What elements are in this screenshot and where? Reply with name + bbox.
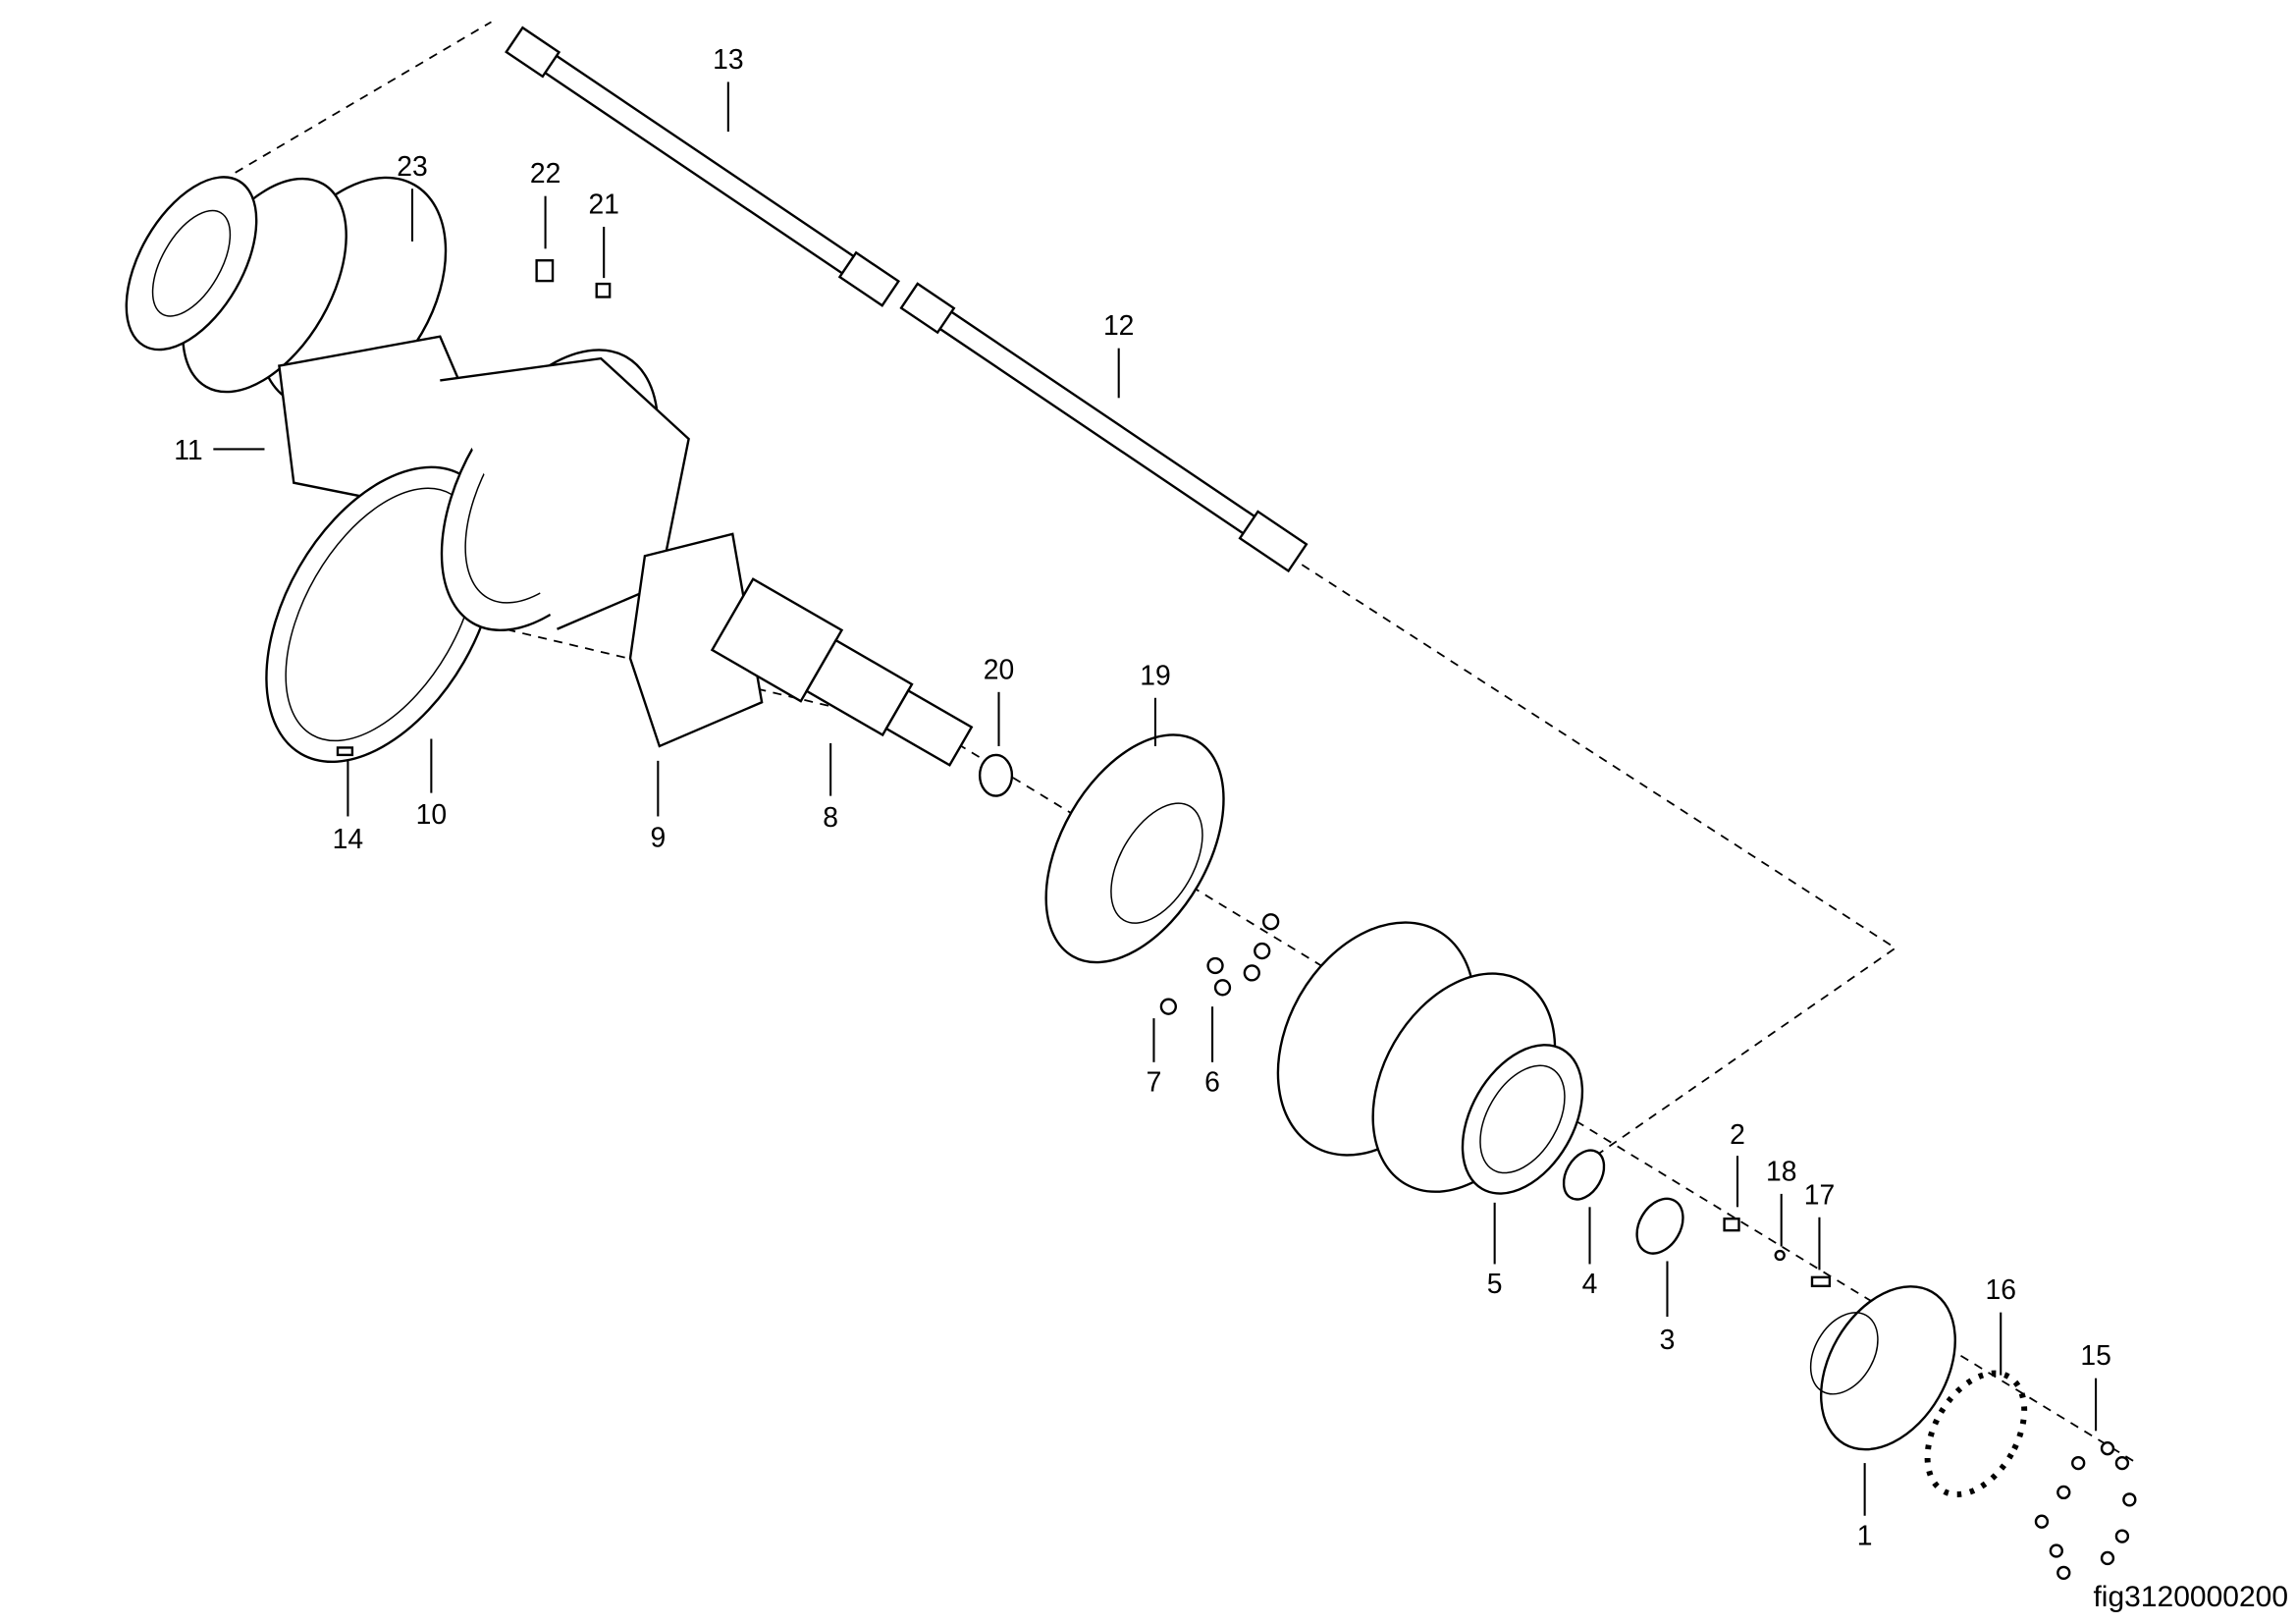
callout-16: 16 [1985,1273,2015,1305]
callout-1: 1 [1857,1520,1873,1551]
callout-20: 20 [984,653,1014,684]
brake-shield-19 [1044,733,1225,964]
callout-2: 2 [1730,1118,1745,1150]
callout-13: 13 [713,43,743,75]
plug-21 [595,282,612,298]
callout-8: 8 [823,801,838,833]
callout-15: 15 [2080,1339,2110,1371]
callout-21: 21 [588,189,618,220]
figure-id: fig3120000200 [2093,1581,2288,1613]
dowel-14 [336,746,354,757]
bolts-15 [2034,1441,2137,1580]
callout-6: 6 [1204,1066,1220,1098]
wheel-hub-5 [1276,921,1584,1195]
callout-9: 9 [650,822,666,853]
callout-5: 5 [1487,1268,1503,1299]
snap-ring-4 [1562,1149,1606,1201]
planetary-cover-1 [1809,1285,1956,1451]
callout-22: 22 [530,157,561,189]
callout-23: 23 [397,150,427,182]
callout-19: 19 [1140,659,1170,690]
parts-drawing [125,21,2138,1580]
callout-10: 10 [416,798,447,830]
callout-14: 14 [333,823,363,854]
washer-18 [1774,1249,1786,1262]
axis-line-upper [235,21,492,174]
nut-3 [1635,1197,1684,1255]
bolts-6-7 [1159,913,1280,1015]
axis-line-lower [1288,555,1897,1157]
axle-shaft-12 [899,282,1308,573]
callout-11: 11 [174,434,202,465]
lock-plate-2 [1723,1218,1740,1232]
callout-17: 17 [1804,1178,1835,1210]
breather-22 [535,259,555,283]
callout-4: 4 [1582,1268,1598,1299]
spacer-ring-20 [978,753,1014,797]
axle-housing [265,335,974,767]
callout-7: 7 [1147,1066,1162,1098]
o-ring-16 [1924,1370,2028,1497]
axle-shaft-13 [505,26,901,307]
callout-12: 12 [1103,309,1134,341]
callout-3: 3 [1660,1324,1676,1355]
screw-17 [1810,1275,1832,1287]
callout-18: 18 [1766,1156,1796,1187]
